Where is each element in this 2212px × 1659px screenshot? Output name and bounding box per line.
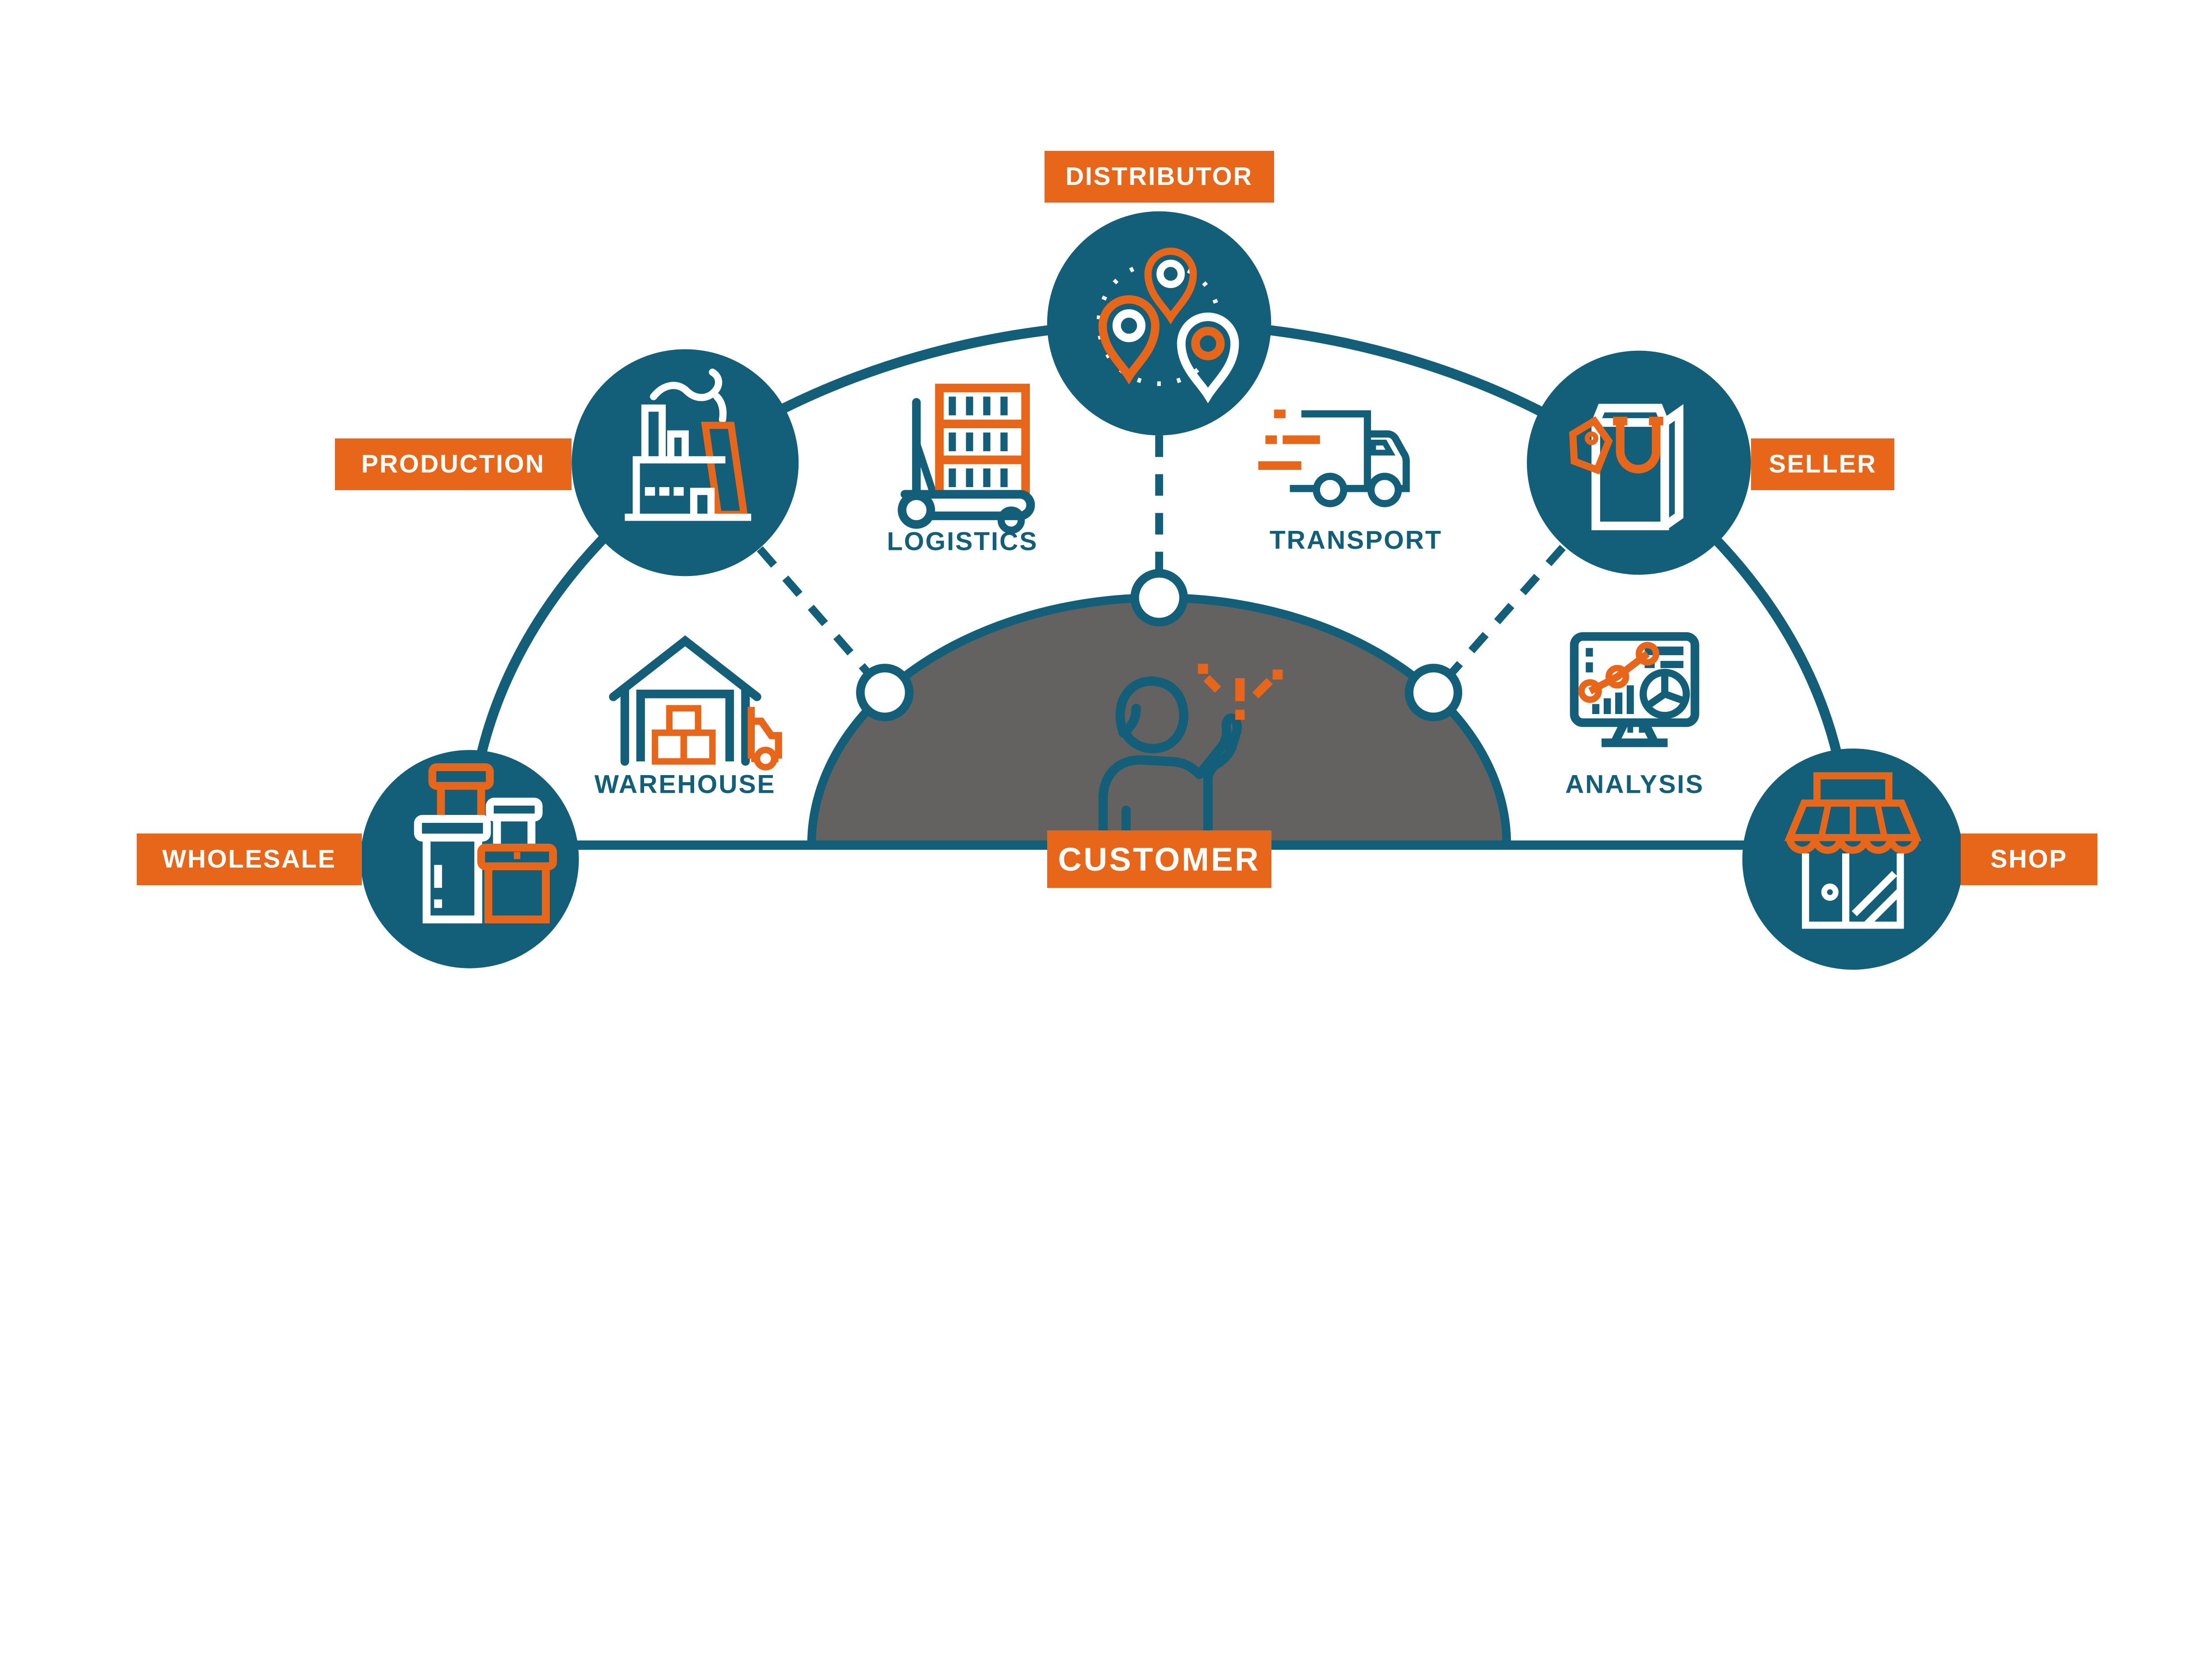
- storage-jars-icon: [414, 763, 557, 924]
- sparkles-icon: [1198, 664, 1283, 720]
- pallet-trolley-icon: [898, 384, 1035, 534]
- dashed-connectors: [757, 435, 1566, 675]
- connector-production-customer: [757, 546, 871, 675]
- logistics-label: LOGISTICS: [887, 527, 1038, 556]
- customer-dome: [811, 598, 1507, 845]
- transport-label: TRANSPORT: [1269, 526, 1443, 555]
- connector-dot-top: [1130, 569, 1188, 626]
- shop-circle: [1742, 748, 1964, 970]
- map-pins-icon: [1096, 247, 1239, 403]
- shop-badge: SHOP: [1961, 833, 2097, 885]
- factory-icon: [625, 369, 752, 521]
- seller-circle: [1527, 350, 1751, 575]
- customer-badge: CUSTOMER: [1047, 830, 1271, 888]
- connector-dot-left: [856, 664, 914, 722]
- warehouse-truck-icon: [609, 635, 782, 771]
- delivery-truck-icon: [1258, 409, 1410, 507]
- wholesale-badge: WHOLESALE: [136, 833, 362, 885]
- diagram-canvas: [360, 211, 1964, 970]
- analysis-label: ANALYSIS: [1565, 770, 1704, 799]
- distributor-badge: DISTRIBUTOR: [1044, 150, 1274, 203]
- connector-seller-customer: [1449, 545, 1566, 675]
- production-badge: PRODUCTION: [334, 438, 572, 490]
- supply-chain-infographic: DISTRIBUTOR PRODUCTION SELLER WHOLESALE …: [136, 150, 2097, 970]
- seller-badge: SELLER: [1751, 438, 1895, 490]
- shopping-bag-icon: [1569, 403, 1684, 530]
- storefront-icon: [1784, 772, 1922, 929]
- warehouse-label: WAREHOUSE: [594, 770, 776, 799]
- connector-dots: [856, 569, 1463, 722]
- analytics-monitor-icon: [1570, 632, 1699, 747]
- connector-dot-right: [1405, 664, 1463, 722]
